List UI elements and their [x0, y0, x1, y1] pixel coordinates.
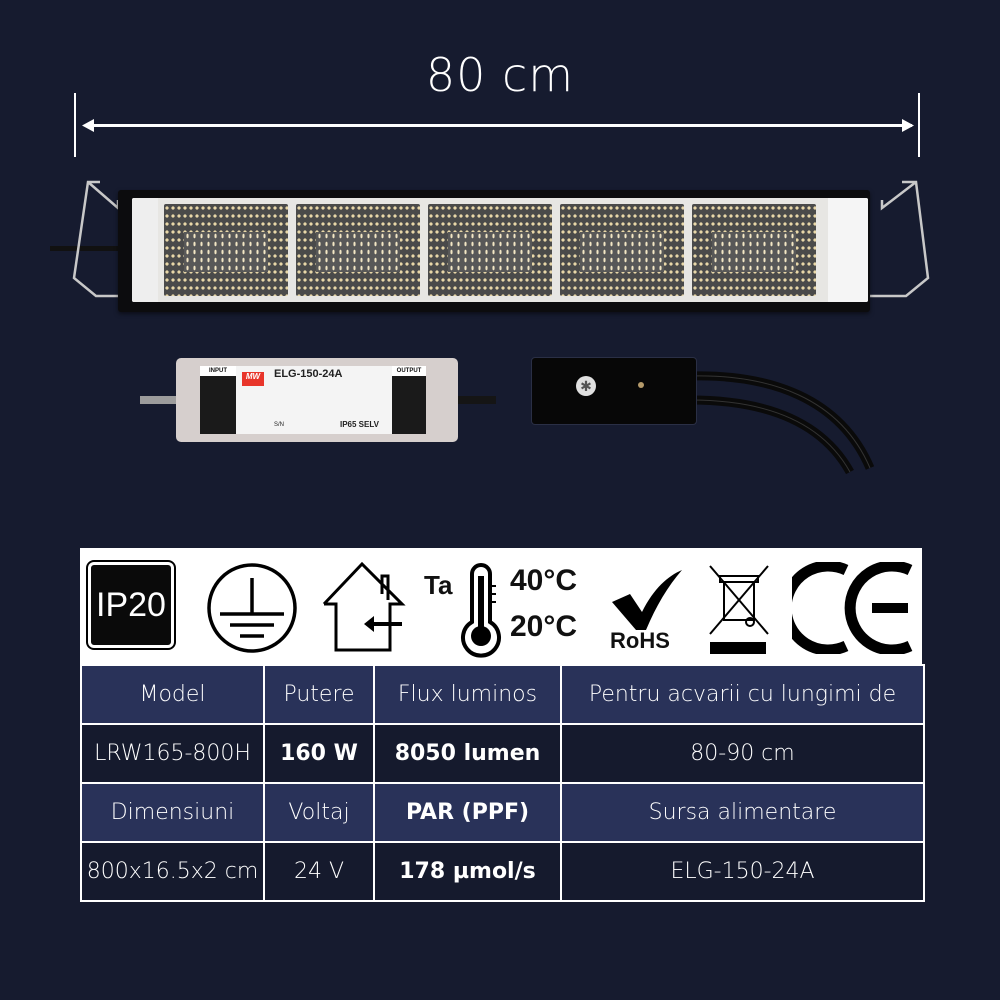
header-dimensions: Dimensiuni: [80, 782, 265, 843]
led-diffuser: [132, 198, 868, 302]
value-luminous-flux: 8050 lumen: [373, 723, 562, 784]
certification-strip: IP20 Ta 40°C 20°C RoHS CE: [80, 548, 922, 664]
driver-label: INPUT MW ELG-150-24A IP65 SELV S/N OUTPU…: [200, 366, 426, 434]
rohs-check-icon: [612, 570, 682, 630]
driver-serial-label: S/N: [274, 422, 285, 428]
led-array: [580, 232, 664, 272]
value-power: 160 W: [263, 723, 375, 784]
led-module-3: [428, 204, 552, 296]
dimension-tick-right: [918, 93, 920, 157]
spec-table: Model Putere Flux luminos Pentru acvarii…: [80, 664, 925, 902]
table-header-row: Dimensiuni Voltaj PAR (PPF) Sursa alimen…: [80, 782, 925, 843]
temp-min: 20°C: [510, 610, 578, 643]
arrow-left-icon: [82, 119, 94, 132]
led-module-1: [164, 204, 288, 296]
diffuser-end: [828, 198, 868, 302]
controller-cables: [690, 371, 875, 475]
header-aquarium-length: Pentru acvarii cu lungimi de: [560, 664, 925, 725]
indicator-led: [638, 382, 644, 388]
header-par: PAR (PPF): [373, 782, 562, 843]
dimension-label: 80 cm: [425, 48, 575, 102]
rohs-label: RoHS: [610, 628, 670, 653]
led-array: [448, 232, 532, 272]
led-module-4: [560, 204, 684, 296]
driver-output-label: OUTPUT: [392, 366, 426, 376]
header-luminous-flux: Flux luminos: [373, 664, 562, 725]
value-voltage: 24 V: [263, 841, 375, 902]
star-screw-icon: ✱: [576, 376, 596, 396]
fixture-label-strip: [132, 198, 158, 302]
table-row: LRW165-800H 160 W 8050 lumen 80-90 cm: [80, 723, 925, 784]
value-model: LRW165-800H: [80, 723, 265, 784]
driver-model-text: ELG-150-24A: [274, 368, 343, 380]
weee-crossed-bin-icon: [709, 565, 769, 654]
ip20-badge: IP20: [88, 562, 174, 648]
fixture-power-cable: [50, 246, 130, 251]
table-row: 800x16.5x2 cm 24 V 178 µmol/s ELG-150-24…: [80, 841, 925, 902]
value-aquarium-length: 80-90 cm: [560, 723, 925, 784]
mw-logo: MW: [242, 372, 264, 386]
driver-input-label: INPUT: [200, 366, 236, 376]
temp-max: 40°C: [510, 564, 578, 597]
led-array: [184, 232, 268, 272]
table-header-row: Model Putere Flux luminos Pentru acvarii…: [80, 664, 925, 725]
header-power: Putere: [263, 664, 375, 725]
value-par: 178 µmol/s: [373, 841, 562, 902]
led-module-5: [692, 204, 816, 296]
header-model: Model: [80, 664, 265, 725]
control-box: ✱: [532, 358, 696, 424]
driver-rating: IP65 SELV: [340, 420, 379, 429]
ce-mark-icon: [792, 562, 913, 654]
value-dimensions: 800x16.5x2 cm: [80, 841, 265, 902]
led-array: [316, 232, 400, 272]
header-power-supply: Sursa alimentare: [560, 782, 925, 843]
dimension-arrow: [86, 124, 912, 127]
driver-output-panel: OUTPUT: [392, 366, 426, 434]
value-power-supply: ELG-150-24A: [560, 841, 925, 902]
driver-input-panel: INPUT: [200, 366, 236, 434]
dimension-tick-left: [74, 93, 76, 157]
driver-output-cable: [456, 396, 496, 404]
arrow-right-icon: [902, 119, 914, 132]
header-voltage: Voltaj: [263, 782, 375, 843]
thermometer-icon: [461, 563, 501, 658]
protective-earth-icon: [207, 563, 297, 653]
driver-input-cable: [140, 396, 180, 404]
ta-label: Ta: [424, 570, 453, 600]
indoor-use-icon: [322, 561, 406, 652]
led-module-2: [296, 204, 420, 296]
led-array: [712, 232, 796, 272]
power-driver: INPUT MW ELG-150-24A IP65 SELV S/N OUTPU…: [176, 358, 458, 442]
mounting-bracket-right: [870, 180, 930, 298]
